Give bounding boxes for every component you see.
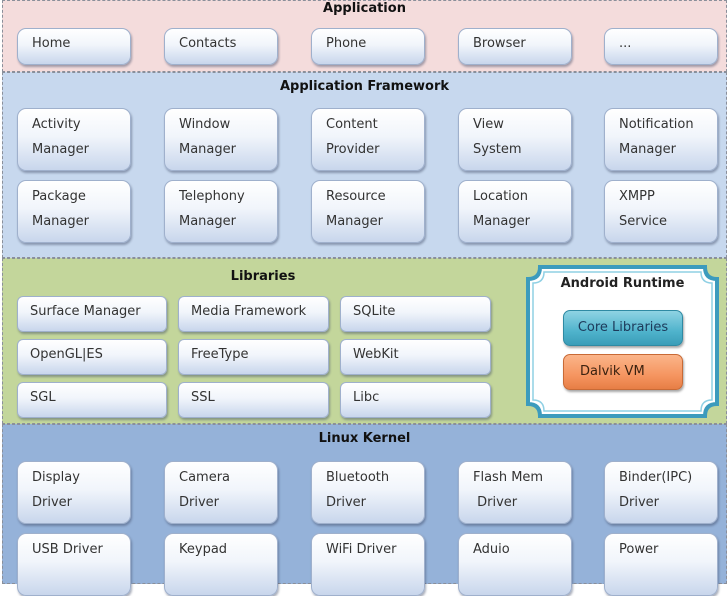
libraries-layer-title: Libraries — [230, 269, 296, 284]
library-box-label: SGL — [30, 390, 56, 405]
library-box-label: SSL — [191, 390, 215, 405]
library-box-label: Media Framework — [191, 304, 307, 319]
application-layer-title: Application — [323, 1, 406, 16]
framework-box-label: View — [473, 117, 504, 132]
framework-box-label: Resource — [326, 189, 386, 204]
library-box-label: OpenGL|ES — [30, 347, 103, 362]
library-box-label: FreeType — [191, 347, 249, 362]
app-box-label: Home — [32, 36, 71, 51]
framework-box-9: XMPP Service — [604, 180, 718, 243]
framework-box-label: Location — [473, 189, 528, 204]
kernel-box-label: Flash Mem — [473, 470, 544, 485]
framework-box-label: Manager — [32, 142, 89, 157]
framework-layer-title: Application Framework — [279, 79, 450, 94]
kernel-box-label: Power — [619, 542, 659, 557]
android-runtime-panel: Android Runtime Core Libraries Dalvik VM — [526, 265, 719, 418]
kernel-box-label: Driver — [179, 495, 220, 510]
framework-box-label: Manager — [473, 214, 530, 229]
kernel-box-label: Driver — [473, 495, 518, 510]
library-box-label: Libc — [353, 390, 380, 405]
kernel-box-label: WiFi Driver — [326, 542, 397, 557]
kernel-box-3: Flash Mem Driver — [458, 461, 572, 524]
kernel-box-label: Bluetooth — [326, 470, 390, 485]
framework-box-label: Provider — [326, 142, 380, 157]
framework-box-label: XMPP — [619, 189, 655, 204]
app-box-4: ... — [604, 28, 718, 65]
framework-box-label: Manager — [619, 142, 676, 157]
framework-box-label: Manager — [179, 214, 236, 229]
framework-box-label: System — [473, 142, 522, 157]
app-box-2: Phone — [311, 28, 425, 65]
library-box-label: WebKit — [353, 347, 399, 362]
kernel-box-label: Driver — [326, 495, 367, 510]
framework-box-label: Manager — [179, 142, 236, 157]
framework-box-label: Content — [326, 117, 378, 132]
framework-box-label: Window — [179, 117, 231, 132]
kernel-box-label: Aduio — [473, 542, 510, 557]
kernel-box-label: Driver — [32, 495, 73, 510]
library-box-0: Surface Manager — [17, 296, 167, 332]
app-box-0: Home — [17, 28, 131, 65]
framework-box-label: Package — [32, 189, 86, 204]
kernel-box-label: Camera — [179, 470, 231, 485]
library-box-3: OpenGL|ES — [17, 339, 167, 375]
runtime-title: Android Runtime — [560, 276, 685, 291]
framework-box-label: Activity — [32, 117, 81, 132]
framework-box-label: Telephony — [179, 189, 245, 204]
kernel-box-label: Display — [32, 470, 80, 485]
library-box-label: Surface Manager — [30, 304, 141, 319]
library-box-4: FreeType — [178, 339, 329, 375]
app-box-1: Contacts — [164, 28, 278, 65]
library-box-8: Libc — [340, 382, 491, 418]
app-box-label: Phone — [326, 36, 367, 51]
kernel-layer-title: Linux Kernel — [318, 431, 411, 446]
framework-box-label: Manager — [326, 214, 383, 229]
kernel-box-label: USB Driver — [32, 542, 103, 557]
kernel-box-4: Binder(IPC) Driver — [604, 461, 718, 524]
kernel-box-label: Driver — [619, 495, 660, 510]
dalvik-vm-box: Dalvik VM — [563, 354, 683, 390]
library-box-2: SQLite — [340, 296, 491, 332]
library-box-label: SQLite — [353, 304, 396, 319]
app-box-label: ... — [619, 36, 632, 51]
framework-box-label: Service — [619, 214, 668, 229]
library-box-7: SSL — [178, 382, 329, 418]
app-box-label: Browser — [473, 36, 526, 51]
app-box-3: Browser — [458, 28, 572, 65]
library-box-5: WebKit — [340, 339, 491, 375]
library-box-1: Media Framework — [178, 296, 329, 332]
app-box-label: Contacts — [179, 36, 237, 51]
kernel-box-label: Binder(IPC) — [619, 470, 693, 485]
kernel-box-label: Keypad — [179, 542, 228, 557]
framework-box-label: Manager — [32, 214, 89, 229]
core-libraries-box: Core Libraries — [563, 310, 683, 346]
library-box-6: SGL — [17, 382, 167, 418]
framework-box-label: Notification — [619, 117, 694, 132]
